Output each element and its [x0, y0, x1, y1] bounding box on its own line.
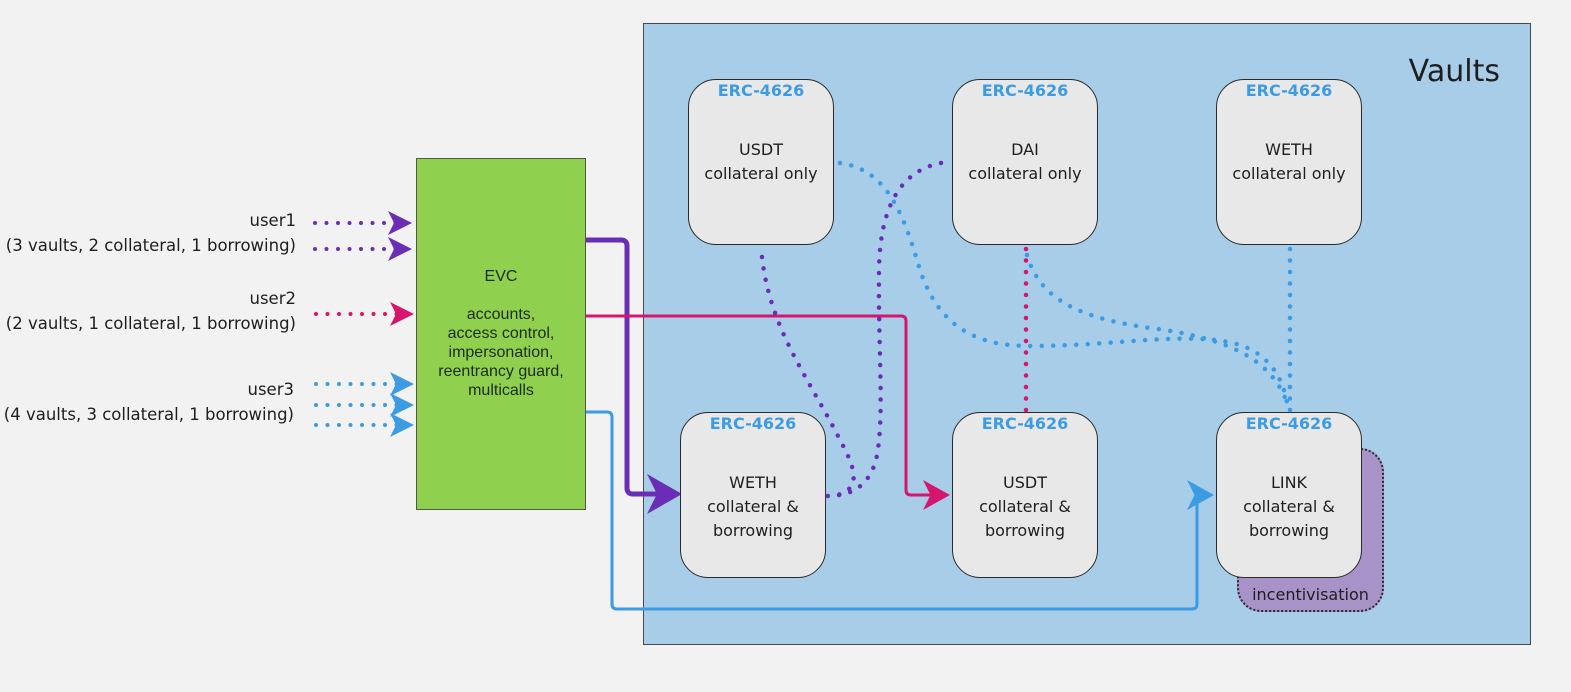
user3-input-arrows	[314, 372, 414, 437]
vault-usdt-collateral-only[interactable]: ERC-4626 USDT collateral only	[688, 79, 834, 245]
evc-title: EVC	[484, 268, 518, 285]
vault-dai-collateral-only[interactable]: ERC-4626 DAI collateral only	[952, 79, 1098, 245]
evc-box[interactable]: EVC accounts, access control, impersonat…	[416, 158, 586, 510]
vault-role: collateral &	[707, 497, 799, 516]
user3-label: user3 (4 vaults, 3 collateral, 1 borrowi…	[4, 377, 294, 427]
vault-role: borrowing	[712, 521, 794, 540]
vault-asset: WETH	[1265, 140, 1313, 159]
vault-role: collateral &	[979, 497, 1071, 516]
vault-weth-collateral-only[interactable]: ERC-4626 WETH collateral only	[1216, 79, 1362, 245]
user2-label: user2 (2 vaults, 1 collateral, 1 borrowi…	[6, 286, 296, 336]
user1-input-arrows	[313, 211, 412, 261]
vault-role: collateral &	[1243, 497, 1335, 516]
vault-name: DAI collateral only	[953, 138, 1097, 186]
vault-standard-label: ERC-4626	[1245, 81, 1333, 100]
evc-feature: accounts,	[466, 306, 536, 323]
vault-standard-label: ERC-4626	[717, 81, 805, 100]
vault-role: collateral only	[968, 164, 1082, 183]
vault-link-collateral-borrowing[interactable]: ERC-4626 LINK collateral & borrowing	[1216, 412, 1362, 578]
vault-standard-label: ERC-4626	[1245, 414, 1333, 433]
vault-standard-label: ERC-4626	[981, 414, 1069, 433]
vault-name: WETH collateral only	[1217, 138, 1361, 186]
vault-name: WETH collateral & borrowing	[681, 471, 825, 543]
evc-features: accounts, access control, impersonation,…	[417, 305, 585, 400]
user2-summary: (2 vaults, 1 collateral, 1 borrowing)	[5, 314, 296, 333]
vault-asset: WETH	[729, 473, 777, 492]
vault-asset: USDT	[739, 140, 783, 159]
user3-summary: (4 vaults, 3 collateral, 1 borrowing)	[3, 405, 294, 424]
evc-feature: access control,	[447, 325, 555, 342]
vault-asset: USDT	[1003, 473, 1047, 492]
evc-feature: impersonation,	[448, 344, 554, 361]
vault-name: USDT collateral & borrowing	[953, 471, 1097, 543]
vault-name: LINK collateral & borrowing	[1217, 471, 1361, 543]
vault-usdt-collateral-borrowing[interactable]: ERC-4626 USDT collateral & borrowing	[952, 412, 1098, 578]
vault-asset: LINK	[1270, 473, 1308, 492]
evc-feature: reentrancy guard,	[438, 363, 564, 380]
vault-role: collateral only	[1232, 164, 1346, 183]
user2-name: user2	[249, 289, 297, 308]
incentivisation-label: incentivisation	[1252, 585, 1369, 604]
user3-name: user3	[247, 380, 295, 399]
vault-name: USDT collateral only	[689, 138, 833, 186]
vaults-title: Vaults	[1408, 54, 1500, 89]
vault-role: borrowing	[1248, 521, 1330, 540]
user1-summary: (3 vaults, 2 collateral, 1 borrowing)	[5, 236, 296, 255]
vault-role: borrowing	[984, 521, 1066, 540]
vault-standard-label: ERC-4626	[709, 414, 797, 433]
vault-role: collateral only	[704, 164, 818, 183]
user1-label: user1 (3 vaults, 2 collateral, 1 borrowi…	[6, 208, 296, 258]
evc-feature: multicalls	[468, 382, 534, 399]
vault-asset: DAI	[1011, 140, 1039, 159]
vault-weth-collateral-borrowing[interactable]: ERC-4626 WETH collateral & borrowing	[680, 412, 826, 578]
user1-name: user1	[249, 211, 297, 230]
vault-standard-label: ERC-4626	[981, 81, 1069, 100]
